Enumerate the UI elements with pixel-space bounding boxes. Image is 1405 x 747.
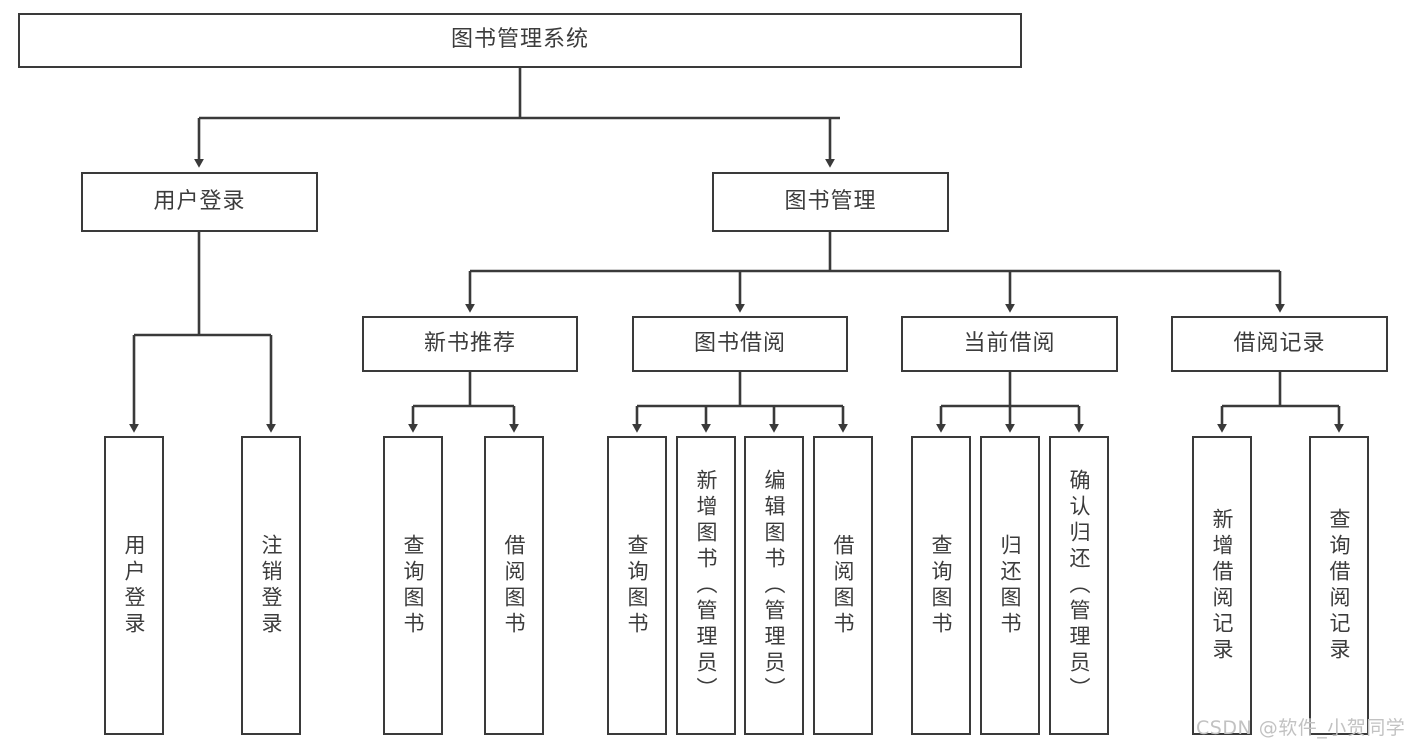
leaf-current-borrow-query[interactable]: 查询图书: [911, 436, 971, 735]
leaf-new-book-borrow[interactable]: 借阅图书: [484, 436, 544, 735]
leaf-new-book-query[interactable]: 查询图书: [383, 436, 443, 735]
node-new-book-recommend[interactable]: 新书推荐: [362, 316, 578, 372]
node-label: 当前借阅: [963, 330, 1056, 356]
node-label: 归还图书: [998, 533, 1023, 638]
node-label: 用户登录: [122, 533, 147, 638]
leaf-borrow-record-add[interactable]: 新增借阅记录: [1192, 436, 1252, 735]
node-label: 查询借阅记录: [1327, 507, 1352, 664]
node-current-borrow[interactable]: 当前借阅: [901, 316, 1118, 372]
leaf-user-login-logout[interactable]: 注销登录: [241, 436, 301, 735]
node-label: 图书管理系统: [450, 27, 589, 53]
node-label: 图书管理: [784, 188, 877, 214]
node-label: 用户登录: [153, 188, 246, 214]
node-label: 图书借阅: [693, 330, 786, 356]
leaf-current-borrow-return[interactable]: 归还图书: [980, 436, 1040, 735]
node-label: 新增图书（管理员）: [694, 468, 719, 703]
node-label: 借阅图书: [502, 533, 527, 638]
leaf-current-borrow-confirm-return[interactable]: 确认归还（管理员）: [1049, 436, 1109, 735]
node-label: 借阅记录: [1233, 330, 1326, 356]
node-label: 编辑图书（管理员）: [762, 468, 787, 703]
node-label: 确认归还（管理员）: [1067, 468, 1092, 703]
leaf-book-borrow-add[interactable]: 新增图书（管理员）: [676, 436, 736, 735]
node-book-management[interactable]: 图书管理: [712, 172, 949, 232]
node-label: 查询图书: [929, 533, 954, 638]
node-label: 注销登录: [259, 533, 284, 638]
node-label: 查询图书: [401, 533, 426, 638]
node-label: 新书推荐: [423, 330, 516, 356]
node-label: 新增借阅记录: [1210, 507, 1235, 664]
node-root-book-management-system[interactable]: 图书管理系统: [18, 13, 1022, 68]
node-label: 借阅图书: [831, 533, 856, 638]
node-user-login[interactable]: 用户登录: [81, 172, 318, 232]
leaf-user-login-login[interactable]: 用户登录: [104, 436, 164, 735]
leaf-book-borrow-borrow[interactable]: 借阅图书: [813, 436, 873, 735]
leaf-book-borrow-query[interactable]: 查询图书: [607, 436, 667, 735]
node-borrow-record[interactable]: 借阅记录: [1171, 316, 1388, 372]
leaf-borrow-record-query[interactable]: 查询借阅记录: [1309, 436, 1369, 735]
node-label: 查询图书: [625, 533, 650, 638]
leaf-book-borrow-edit[interactable]: 编辑图书（管理员）: [744, 436, 804, 735]
node-book-borrow[interactable]: 图书借阅: [632, 316, 848, 372]
